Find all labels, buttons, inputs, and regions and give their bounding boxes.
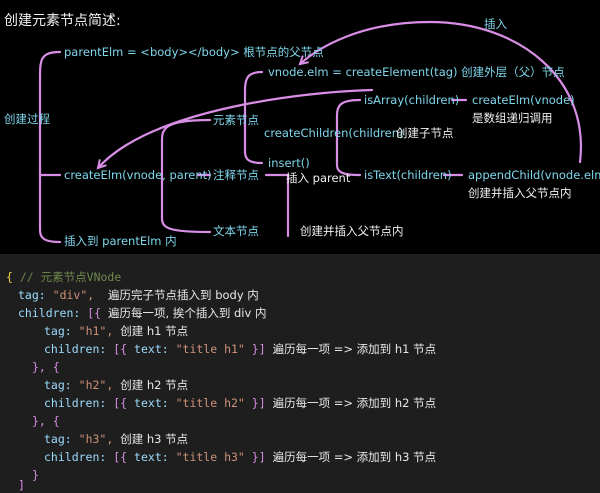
element-node-label: 元素节点 xyxy=(213,113,259,127)
h3-text-value: "title h3" xyxy=(175,450,245,464)
h3-tag-key: tag: xyxy=(44,432,72,446)
code-line-2: tag: "div", 遍历完子节点插入到 body 内 xyxy=(18,286,259,304)
h3-tag-value: "h3", xyxy=(78,432,114,446)
text-node-label: 文本节点 xyxy=(213,224,259,238)
recursive-note: 是数组递归调用 xyxy=(472,111,553,125)
h2-tag-value: "h2", xyxy=(78,378,114,392)
sep-1: }, { xyxy=(32,360,60,374)
obj-close: } xyxy=(32,468,39,482)
code-line-arr-close: ] xyxy=(18,476,25,493)
is-array-label: isArray(children) xyxy=(364,93,460,107)
code-line-h3-tag: tag: "h3", 创建 h3 节点 xyxy=(44,430,188,448)
node-type-brace xyxy=(160,118,212,234)
arr-close: ] xyxy=(18,478,25,492)
recursion-arrow xyxy=(98,88,374,168)
process-diagram: 创建元素节点简述: 创建过程 parentElm = <body></body>… xyxy=(0,0,600,254)
h1-tag-key: tag: xyxy=(44,324,72,338)
code-line-h1-children: children: [{ text: "title h1" }] 遍历每一项 =… xyxy=(44,342,437,356)
code-line-h2-tag: tag: "h2", 创建 h2 节点 xyxy=(44,376,188,394)
children-brace xyxy=(335,98,362,177)
brace-open: { xyxy=(6,270,13,284)
tag-key: tag: xyxy=(18,288,46,302)
comment-node-label: 注释节点 xyxy=(213,168,259,182)
append-child-label: appendChild(vnode.elm) xyxy=(468,168,600,182)
insert-parent-note: 插入 parent xyxy=(286,171,351,185)
h2-text-value: "title h2" xyxy=(175,396,245,410)
h3-tag-note: 创建 h3 节点 xyxy=(120,432,189,446)
h1-text-key: text: xyxy=(134,342,169,356)
h1-text-value: "title h1" xyxy=(175,342,245,356)
h3-text-key: text: xyxy=(134,450,169,464)
sep-2: }, { xyxy=(32,414,60,428)
tag-note: 遍历完子节点插入到 body 内 xyxy=(108,288,259,302)
create-children-note: 创建子节点 xyxy=(396,126,454,140)
insert-arrow-label: 插入 xyxy=(484,17,507,31)
create-elm-recursive-label: createElm(vnode) xyxy=(472,93,575,107)
insert-call-label: insert() xyxy=(268,156,310,170)
code-line-3: children: [{ 遍历每一项, 挨个插入到 div 内 xyxy=(18,304,266,322)
insert-into-parent-label: 插入到 parentElm 内 xyxy=(64,234,177,248)
h2-children-key: children: xyxy=(44,396,107,410)
code-line-h3-children: children: [{ text: "title h3" }] 遍历每一项 =… xyxy=(44,450,437,464)
code-line-h2-children: children: [{ text: "title h2" }] 遍历每一项 =… xyxy=(44,396,437,410)
text-node-note: 创建并插入父节点内 xyxy=(300,224,404,238)
code-line-h1-tag: tag: "h1", 创建 h1 节点 xyxy=(44,322,188,340)
code-line-obj-close: } xyxy=(32,466,39,484)
main-brace xyxy=(38,50,62,244)
h1-tag-note: 创建 h1 节点 xyxy=(120,324,189,338)
tag-value: "div", xyxy=(52,288,95,302)
children-key: children: xyxy=(18,306,81,320)
vnode-brace xyxy=(243,70,264,165)
parent-elm-label: parentElm = <body></body> 根节点的父节点 xyxy=(64,45,324,59)
h3-note: 遍历每一项 => 添加到 h3 节点 xyxy=(272,450,437,464)
process-label: 创建过程 xyxy=(4,112,50,126)
create-elm-main-label: createElm(vnode, parent) xyxy=(64,168,212,182)
code-line-1: { // 元素节点VNode xyxy=(6,268,121,286)
append-child-note: 创建并插入父节点内 xyxy=(468,186,572,200)
code-line-sep-1: }, { xyxy=(32,358,60,376)
h1-note: 遍历每一项 => 添加到 h1 节点 xyxy=(272,342,437,356)
create-children-label: createChildren(children) xyxy=(264,126,404,140)
code-comment: // 元素节点VNode xyxy=(19,270,122,284)
h2-tag-note: 创建 h2 节点 xyxy=(120,378,189,392)
h1-tag-value: "h1", xyxy=(78,324,114,338)
connector-lines xyxy=(38,20,583,244)
diagram-title: 创建元素节点简述: xyxy=(4,13,121,29)
h2-note: 遍历每一项 => 添加到 h2 节点 xyxy=(272,396,437,410)
children-note: 遍历每一项, 挨个插入到 div 内 xyxy=(108,306,267,320)
h1-children-key: children: xyxy=(44,342,107,356)
insert-arrow xyxy=(300,20,583,164)
h2-text-key: text: xyxy=(134,396,169,410)
vnode-elm-label: vnode.elm = createElement(tag) 创建外层（父）节点 xyxy=(268,65,565,79)
children-open: [{ xyxy=(87,306,102,320)
h2-tag-key: tag: xyxy=(44,378,72,392)
code-line-sep-2: }, { xyxy=(32,412,60,430)
is-text-label: isText(children) xyxy=(364,168,452,182)
code-block: { // 元素节点VNode tag: "div", 遍历完子节点插入到 bod… xyxy=(0,258,600,493)
h3-children-key: children: xyxy=(44,450,107,464)
